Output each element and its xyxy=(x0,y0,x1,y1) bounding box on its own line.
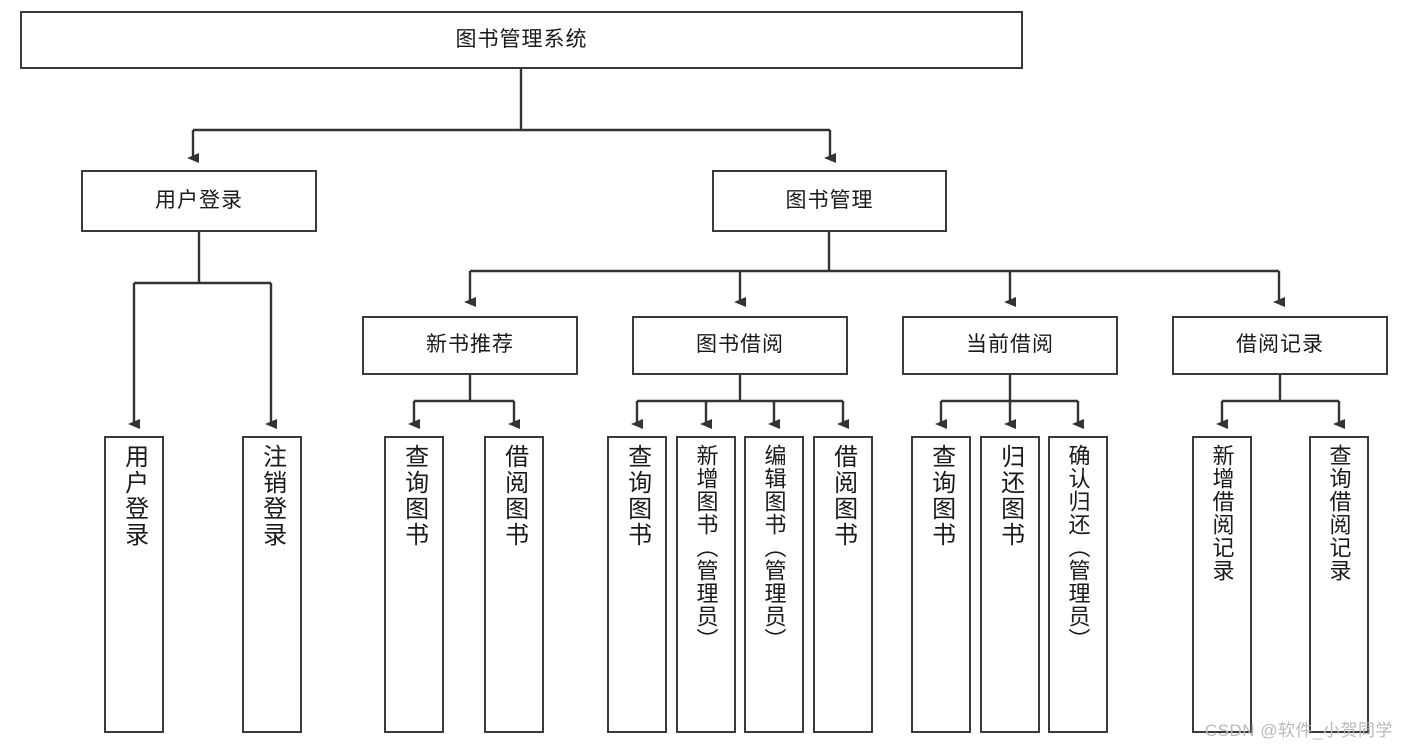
node-label: 借阅图书 xyxy=(500,444,528,548)
node-label: 图书借阅 xyxy=(696,333,784,357)
node-label: 查询图书 xyxy=(623,444,651,548)
node-book-management[interactable]: 图书管理 xyxy=(712,170,947,232)
node-borrow-record[interactable]: 借阅记录 xyxy=(1172,316,1388,375)
leaf-edit-book-admin[interactable]: 编辑图书（管理员） xyxy=(744,436,804,733)
node-user-login[interactable]: 用户登录 xyxy=(81,170,317,232)
node-label: 归还图书 xyxy=(996,444,1024,548)
node-label: 借阅图书 xyxy=(829,444,857,548)
leaf-user-login[interactable]: 用户登录 xyxy=(104,436,164,733)
node-new-book-recommend[interactable]: 新书推荐 xyxy=(362,316,578,375)
node-label: 借阅记录 xyxy=(1236,333,1324,357)
node-label: 查询图书 xyxy=(927,444,955,548)
leaf-borrow-book-recommend[interactable]: 借阅图书 xyxy=(484,436,544,733)
node-label: 查询借阅记录 xyxy=(1326,444,1352,582)
node-label: 新增图书（管理员） xyxy=(693,444,719,651)
leaf-add-book-admin[interactable]: 新增图书（管理员） xyxy=(676,436,736,733)
leaf-return-book[interactable]: 归还图书 xyxy=(980,436,1040,733)
node-label: 新书推荐 xyxy=(426,333,514,357)
leaf-query-borrow-record[interactable]: 查询借阅记录 xyxy=(1309,436,1369,733)
leaf-query-book-recommend[interactable]: 查询图书 xyxy=(384,436,444,733)
node-label: 用户登录 xyxy=(155,188,243,212)
node-label: 查询图书 xyxy=(400,444,428,548)
node-label: 新增借阅记录 xyxy=(1209,444,1235,582)
leaf-query-book-current[interactable]: 查询图书 xyxy=(911,436,971,733)
leaf-borrow-book[interactable]: 借阅图书 xyxy=(813,436,873,733)
leaf-logout[interactable]: 注销登录 xyxy=(242,436,302,733)
node-label: 用户登录 xyxy=(120,444,148,548)
leaf-add-borrow-record[interactable]: 新增借阅记录 xyxy=(1192,436,1252,733)
node-book-borrow[interactable]: 图书借阅 xyxy=(632,316,848,375)
node-label: 注销登录 xyxy=(258,444,286,548)
leaf-query-book-borrow[interactable]: 查询图书 xyxy=(607,436,667,733)
node-label: 图书管理 xyxy=(785,188,874,212)
node-current-borrow[interactable]: 当前借阅 xyxy=(902,316,1118,375)
node-label: 编辑图书（管理员） xyxy=(761,444,787,651)
node-root-book-management-system[interactable]: 图书管理系统 xyxy=(20,11,1023,69)
node-label: 图书管理系统 xyxy=(455,27,588,51)
node-label: 确认归还（管理员） xyxy=(1065,444,1091,651)
node-label: 当前借阅 xyxy=(966,333,1054,357)
leaf-confirm-return-admin[interactable]: 确认归还（管理员） xyxy=(1048,436,1108,733)
